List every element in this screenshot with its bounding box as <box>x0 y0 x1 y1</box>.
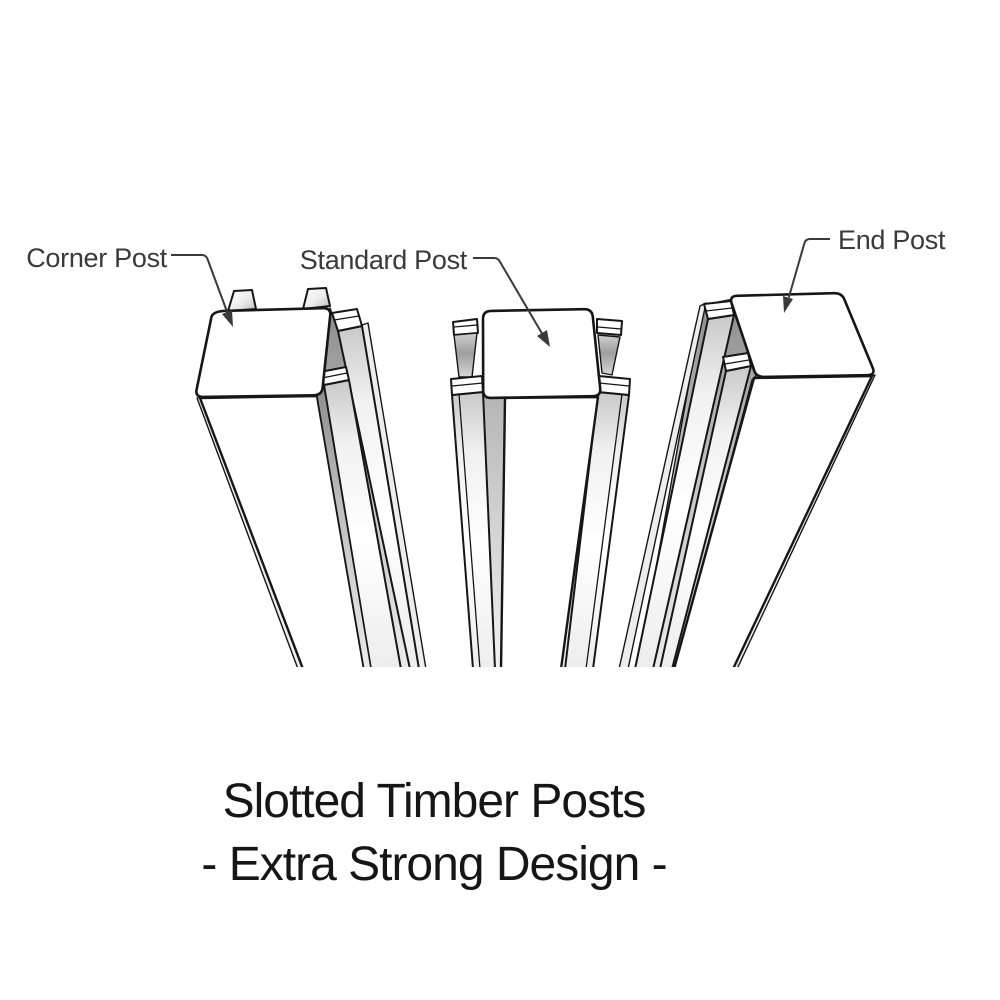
standard-post-arrowhead-icon <box>537 330 550 347</box>
end-post-label: End Post <box>838 225 946 255</box>
corner-post-arrowhead-icon <box>222 310 233 327</box>
standard-post-rail-left-band-edge <box>451 382 484 387</box>
standard-post-cap <box>481 307 602 400</box>
callout-leaders <box>171 238 830 347</box>
corner-post-rear-tab-left <box>227 289 257 312</box>
corner-post-front-rail-edge <box>321 372 348 379</box>
end-post <box>618 291 876 667</box>
standard-post-leader-line <box>473 257 543 335</box>
corner-post-cap <box>195 306 332 399</box>
caption-line-1: Slotted Timber Posts <box>223 775 646 828</box>
standard-post-tab-right-band <box>596 318 623 336</box>
corner-post-label: Corner Post <box>26 243 168 273</box>
end-post-cap <box>729 291 875 379</box>
corner-post <box>195 287 427 667</box>
corner-post-rear-tab-right <box>302 287 331 310</box>
standard-post-rail-right-band-edge <box>598 382 630 387</box>
end-post-arrowhead-icon <box>783 296 793 313</box>
end-post-outer-rail-edge <box>705 307 733 312</box>
standard-post-tab-left-band <box>452 318 479 336</box>
standard-post-tab-left-shade <box>453 332 478 378</box>
standard-post-rail-left-edge <box>458 393 481 667</box>
corner-post-leader-line <box>171 254 229 314</box>
standard-post-label: Standard Post <box>300 245 468 275</box>
standard-post-tab-right-edge <box>597 326 622 330</box>
standard-post-tab-right-shade <box>597 334 621 376</box>
standard-post-tab-left-edge <box>453 324 478 328</box>
posts-group <box>195 287 876 667</box>
corner-post-outer-rail-top <box>331 308 363 332</box>
end-post-leader-line <box>787 238 830 298</box>
caption-line-2: - Extra Strong Design - <box>201 838 666 891</box>
end-post-front-rail-edge <box>724 359 750 365</box>
standard-post <box>450 307 631 667</box>
standard-post-rail-right-edge <box>585 393 623 667</box>
corner-post-outer-rail-edge <box>333 315 360 321</box>
